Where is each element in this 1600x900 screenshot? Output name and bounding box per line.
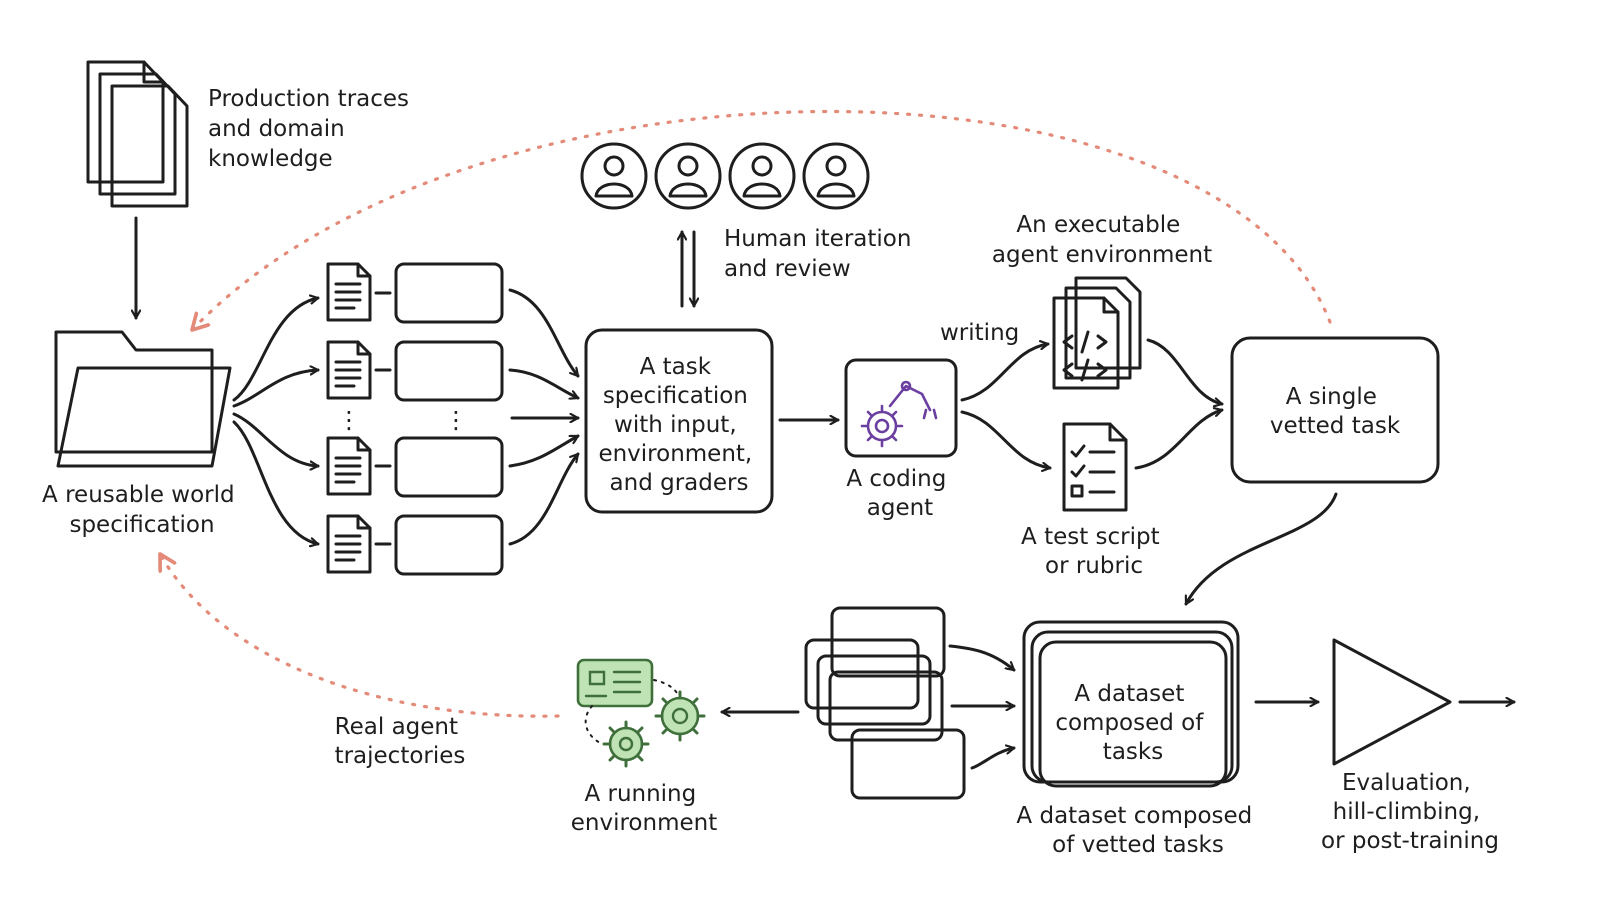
test-script-label: A test script or rubric [1021, 524, 1167, 579]
running-env-label: A running environment [571, 781, 717, 836]
writing-label: writing [940, 320, 1019, 346]
task-row-2 [326, 340, 504, 402]
arrow-dataset-to-card-1 [948, 644, 1016, 672]
dataset-box [1038, 640, 1228, 788]
document-icon [326, 436, 372, 496]
world-spec-label: A reusable world specification [42, 482, 242, 538]
arrow-agent-to-test [960, 410, 1052, 468]
task-row-box [394, 514, 504, 576]
person-avatar-icon [728, 142, 796, 210]
task-row-box [394, 262, 504, 324]
arrow-test-to-task [1134, 410, 1224, 470]
person-avatar-icon [654, 142, 722, 210]
document-stack-icon [86, 60, 189, 208]
task-row-4 [326, 514, 504, 576]
arrow-agent-to-env [960, 344, 1050, 402]
fanout-arrows [232, 298, 320, 544]
document-icon [326, 514, 372, 574]
checklist-icon [1062, 422, 1128, 512]
single-task-box [1230, 336, 1440, 484]
fanin-arrows [508, 288, 580, 546]
ellipsis-docs: ⋮ [337, 406, 361, 434]
arrow-task-to-dataset [1184, 492, 1338, 606]
executable-env-label: An executable agent environment [992, 212, 1212, 268]
code-files-icon [1052, 276, 1142, 390]
task-row-box [394, 340, 504, 402]
ellipsis-boxes: ⋮ [444, 406, 468, 434]
task-row-3 [326, 436, 504, 498]
person-avatar-icon [802, 142, 870, 210]
task-row-1 [326, 262, 504, 324]
task-spec-box [584, 328, 774, 514]
person-avatar-icon [580, 142, 648, 210]
dashboard-gears-icon [576, 658, 706, 768]
dataset-caption: A dataset composed of vetted tasks [1016, 803, 1259, 858]
evaluation-label: Evaluation, hill-climbing, or post-train… [1321, 770, 1499, 854]
arrow-env-to-task [1146, 338, 1224, 404]
coding-agent-box [844, 358, 958, 458]
dataset-layer [1030, 630, 1234, 784]
document-icon [326, 340, 372, 400]
play-triangle-icon [1332, 638, 1452, 766]
feedback-arc-bottom [160, 554, 560, 718]
dataset-text: A dataset composed of tasks [1055, 681, 1210, 765]
reviewers [580, 142, 870, 210]
arrow-dataset-to-card-3 [970, 748, 1016, 770]
task-spec-text: A task specification with input, environ… [598, 354, 759, 496]
coding-agent-label: A coding agent [846, 466, 953, 521]
human-review-label: Human iteration and review [724, 226, 919, 282]
production-traces-label: Production traces and domain knowledge [208, 86, 416, 172]
task-row-box [394, 436, 504, 498]
single-task-text: A single vetted task [1270, 384, 1401, 439]
document-icon [326, 262, 372, 322]
sampled-task-cards [804, 606, 966, 800]
real-trajectories-label: Real agent trajectories [335, 714, 466, 769]
feedback-arc-top [192, 109, 1332, 330]
folder-icon [54, 330, 232, 468]
robot-arm-gear-icon [860, 380, 938, 448]
